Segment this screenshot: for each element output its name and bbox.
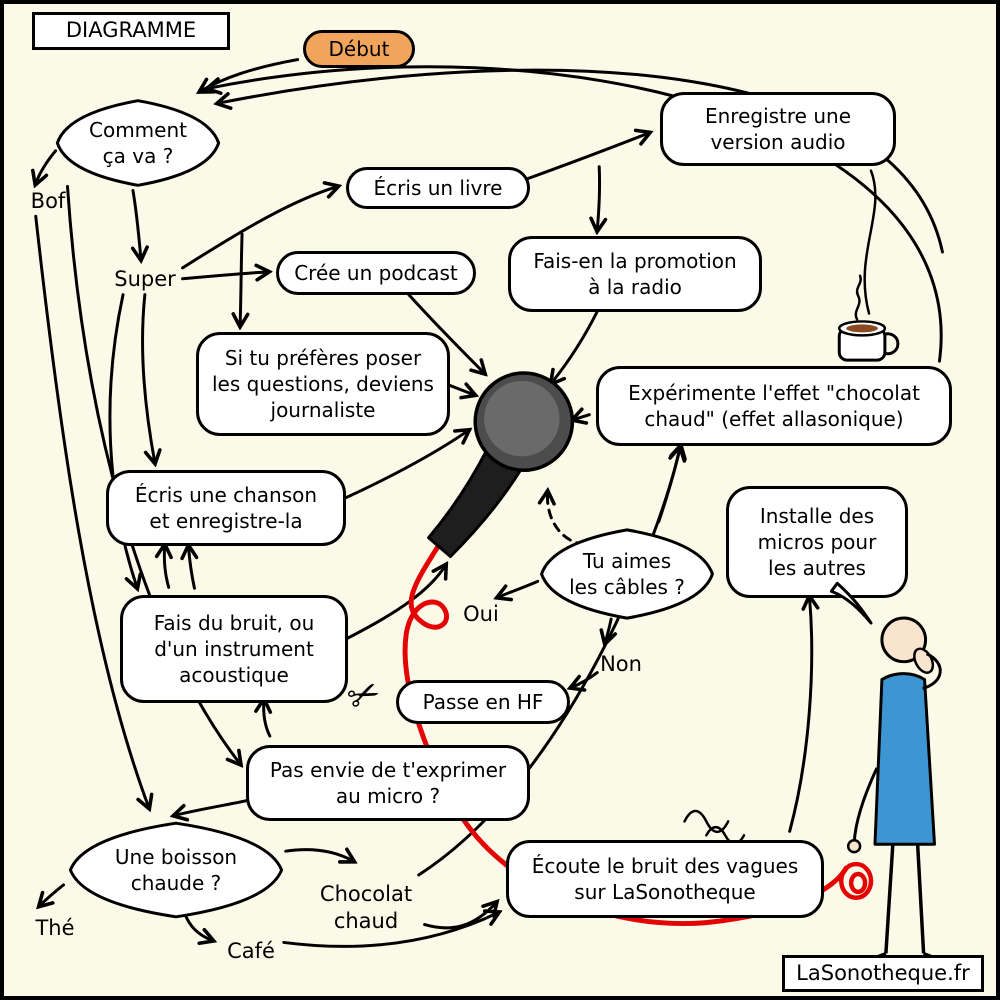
arrow-chocolat-to-ecoute — [423, 903, 496, 930]
arrow-ecoute-to-installe — [788, 597, 812, 833]
arrow-cables-to-effet — [657, 448, 680, 524]
arrow-cables-to-non — [605, 617, 611, 643]
node-super-label: Super — [114, 267, 176, 292]
arrow-pasenvie-to-boisson — [175, 798, 254, 816]
arrow-comment-to-super — [133, 189, 141, 258]
node-the: Thé — [26, 914, 84, 944]
node-passe-hf: Passe en HF — [396, 680, 570, 724]
node-debut-label: Début — [328, 37, 390, 61]
node-ecris-chanson: Écris une chanson et enregistre-la — [106, 470, 346, 546]
arrow-super-to-livre — [181, 187, 338, 270]
node-fais-du-bruit-label: Fais du bruit, ou d'un instrument acoust… — [153, 611, 315, 687]
node-cree-podcast: Crée un podcast — [276, 251, 476, 295]
node-super: Super — [108, 265, 182, 295]
arrow-enregistre-to-promotion — [597, 165, 599, 230]
arrow-cables-to-oui — [498, 579, 540, 597]
node-pas-envie: Pas envie de t'exprimer au micro ? — [246, 745, 530, 821]
arrow-non-to-passehf — [571, 671, 599, 688]
node-ecris-livre: Écris un livre — [346, 167, 530, 209]
site-credit-label: LaSonotheque.fr — [796, 960, 970, 985]
coffee-cup-icon — [837, 320, 900, 362]
node-effet-chocolat-label: Expérimente l'effet "chocolat chaud" (ef… — [628, 381, 920, 431]
arrow-journaliste-to-mic — [446, 385, 474, 395]
site-credit: LaSonotheque.fr — [782, 955, 984, 992]
diamond-shape — [538, 525, 716, 623]
microphone-illustration — [427, 371, 575, 559]
wave-icon — [683, 809, 746, 845]
arrow-boisson-to-chocolat — [284, 850, 353, 861]
node-ecris-livre-label: Écris un livre — [373, 176, 503, 200]
node-passe-hf-label: Passe en HF — [422, 690, 544, 714]
node-cree-podcast-label: Crée un podcast — [294, 261, 458, 285]
arrow-topsweep-2 — [218, 68, 944, 254]
node-comment-ca-va-label: Comment ça va ? — [89, 118, 187, 168]
arrow-livre-to-enregistre — [526, 133, 649, 181]
person-illustration — [846, 616, 942, 960]
node-installe-micros: Installe des micros pour les autres — [726, 486, 908, 598]
node-oui: Oui — [454, 600, 508, 630]
node-comment-ca-va: Comment ça va ? — [54, 96, 222, 190]
arrow-bruit-to-chanson-2 — [189, 547, 195, 590]
node-pas-envie-label: Pas envie de t'exprimer au micro ? — [269, 758, 507, 808]
node-boisson-chaude-label: Une boisson chaude ? — [114, 845, 238, 895]
node-bof-label: Bof — [30, 189, 66, 214]
node-enregistre-audio: Enregistre une version audio — [660, 92, 896, 166]
arrow-chanson-to-mic — [343, 431, 468, 500]
arrow-promotion-to-mic — [552, 310, 599, 383]
diagram-arrows-layer — [4, 58, 944, 960]
node-tu-aimes-cables-label: Tu aimes les câbles ? — [569, 549, 685, 599]
node-the-label: Thé — [35, 916, 75, 941]
node-promotion-radio-label: Fais-en la promotion à la radio — [533, 249, 737, 299]
node-journaliste: Si tu préfères poser les questions, devi… — [196, 332, 450, 436]
node-ecoute-vagues-label: Écoute le bruit des vagues sur LaSonothe… — [531, 854, 799, 904]
arrow-bruit-to-chanson-1 — [164, 546, 168, 589]
node-non: Non — [592, 650, 650, 680]
node-chocolat-chaud-label: Chocolat chaud — [319, 881, 413, 933]
arrow-boisson-to-the — [40, 883, 66, 906]
arrow-pasenvie-to-bruit — [264, 700, 270, 738]
node-ecoute-vagues: Écoute le bruit des vagues sur LaSonothe… — [506, 840, 824, 918]
node-chocolat-chaud: Chocolat chaud — [307, 876, 425, 940]
arrow-to-journaliste — [240, 232, 242, 325]
node-bof: Bof — [18, 187, 78, 217]
arrow-super-to-bruit — [108, 293, 137, 588]
node-non-label: Non — [600, 652, 642, 677]
diamond-shape — [54, 96, 222, 190]
node-promotion-radio: Fais-en la promotion à la radio — [508, 236, 762, 312]
arrows — [34, 58, 944, 948]
arrow-bof-to-boisson — [34, 214, 149, 807]
node-enregistre-audio-label: Enregistre une version audio — [704, 104, 851, 154]
page-title: DIAGRAMME — [32, 12, 230, 50]
node-debut: Début — [303, 30, 415, 68]
node-journaliste-label: Si tu préfères poser les questions, devi… — [212, 346, 434, 422]
microphone-cable — [402, 543, 874, 926]
node-installe-micros-label: Installe des micros pour les autres — [757, 504, 877, 580]
arrow-effet-to-mic — [573, 415, 591, 420]
arrow-comment-to-bof — [36, 149, 58, 184]
diamond-shape — [66, 818, 286, 922]
node-cafe-label: Café — [227, 939, 275, 964]
node-effet-chocolat: Expérimente l'effet "chocolat chaud" (ef… — [596, 366, 952, 446]
arrow-super-to-chanson — [141, 293, 154, 463]
node-oui-label: Oui — [463, 602, 499, 627]
node-boisson-chaude: Une boisson chaude ? — [66, 818, 286, 922]
node-ecris-chanson-label: Écris une chanson et enregistre-la — [134, 483, 318, 533]
steam-icon — [854, 169, 877, 321]
arrow-super-to-podcast — [181, 272, 268, 279]
arrow-podcast-to-mic — [407, 293, 484, 373]
node-fais-du-bruit: Fais du bruit, ou d'un instrument acoust… — [120, 595, 348, 703]
node-cafe: Café — [219, 937, 283, 967]
arrow-cafe-to-ecoute — [282, 913, 498, 948]
page-title-label: DIAGRAMME — [65, 18, 197, 43]
node-tu-aimes-cables: Tu aimes les câbles ? — [538, 525, 716, 623]
